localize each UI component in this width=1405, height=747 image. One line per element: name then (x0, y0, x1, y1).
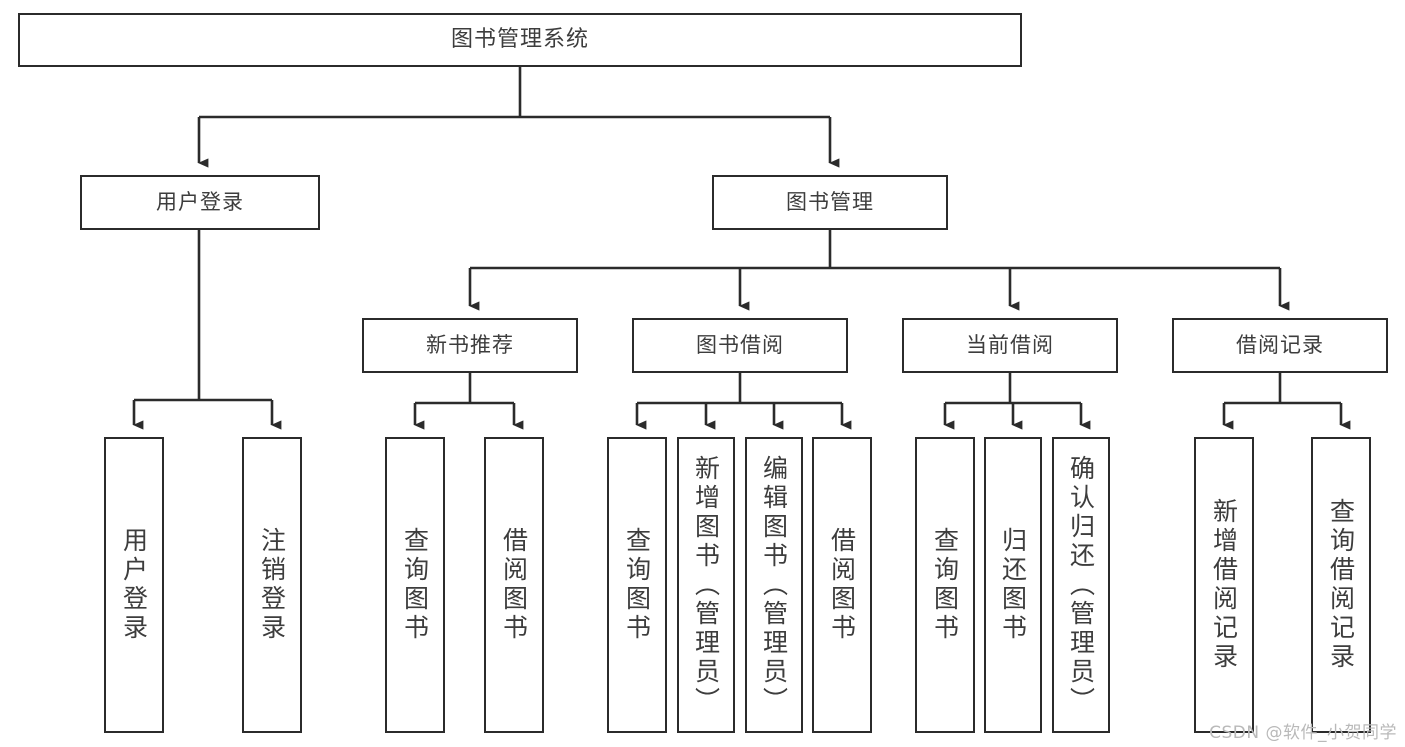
leaf-label: 新增图书（管理员） (691, 454, 721, 716)
leaf-label: 归还图书 (998, 527, 1028, 643)
leaf-label: 查询图书 (622, 527, 652, 643)
leaf-label: 查询借阅记录 (1326, 498, 1356, 672)
leaf-label: 确认归还（管理员） (1066, 454, 1096, 716)
leaf-label: 查询图书 (400, 527, 430, 643)
leaf-borrow-query-book[interactable]: 查询图书 (607, 437, 667, 733)
node-current-borrow[interactable]: 当前借阅 (902, 318, 1118, 373)
leaf-label: 编辑图书（管理员） (759, 454, 789, 716)
watermark-text: CSDN @软件_小贺同学 (1209, 723, 1397, 743)
node-label: 用户登录 (156, 190, 244, 214)
leaf-label: 注销登录 (257, 527, 287, 643)
node-label: 当前借阅 (966, 333, 1054, 357)
leaf-current-confirm-return[interactable]: 确认归还（管理员） (1052, 437, 1110, 733)
leaf-record-query-record[interactable]: 查询借阅记录 (1311, 437, 1371, 733)
leaf-label: 借阅图书 (827, 527, 857, 643)
leaf-user-login-login[interactable]: 用户登录 (104, 437, 164, 733)
leaf-current-query-book[interactable]: 查询图书 (915, 437, 975, 733)
node-label: 图书管理 (786, 190, 874, 214)
leaf-record-add-record[interactable]: 新增借阅记录 (1194, 437, 1254, 733)
node-label: 图书借阅 (696, 333, 784, 357)
node-borrow-record[interactable]: 借阅记录 (1172, 318, 1388, 373)
node-book-borrow[interactable]: 图书借阅 (632, 318, 848, 373)
leaf-recommend-query-book[interactable]: 查询图书 (385, 437, 445, 733)
node-label: 借阅记录 (1236, 333, 1324, 357)
leaf-user-login-logout[interactable]: 注销登录 (242, 437, 302, 733)
leaf-current-return-book[interactable]: 归还图书 (984, 437, 1042, 733)
node-label: 图书管理系统 (450, 27, 589, 52)
node-user-login[interactable]: 用户登录 (80, 175, 320, 230)
leaf-label: 借阅图书 (499, 527, 529, 643)
leaf-borrow-edit-book[interactable]: 编辑图书（管理员） (745, 437, 803, 733)
node-new-book-recommend[interactable]: 新书推荐 (362, 318, 578, 373)
node-root-system[interactable]: 图书管理系统 (18, 13, 1022, 67)
leaf-label: 查询图书 (930, 527, 960, 643)
leaf-borrow-borrow-book[interactable]: 借阅图书 (812, 437, 872, 733)
leaf-label: 用户登录 (119, 527, 149, 643)
leaf-borrow-add-book[interactable]: 新增图书（管理员） (677, 437, 735, 733)
leaf-label: 新增借阅记录 (1209, 498, 1239, 672)
node-label: 新书推荐 (426, 333, 514, 357)
node-book-management[interactable]: 图书管理 (712, 175, 948, 230)
leaf-recommend-borrow-book[interactable]: 借阅图书 (484, 437, 544, 733)
